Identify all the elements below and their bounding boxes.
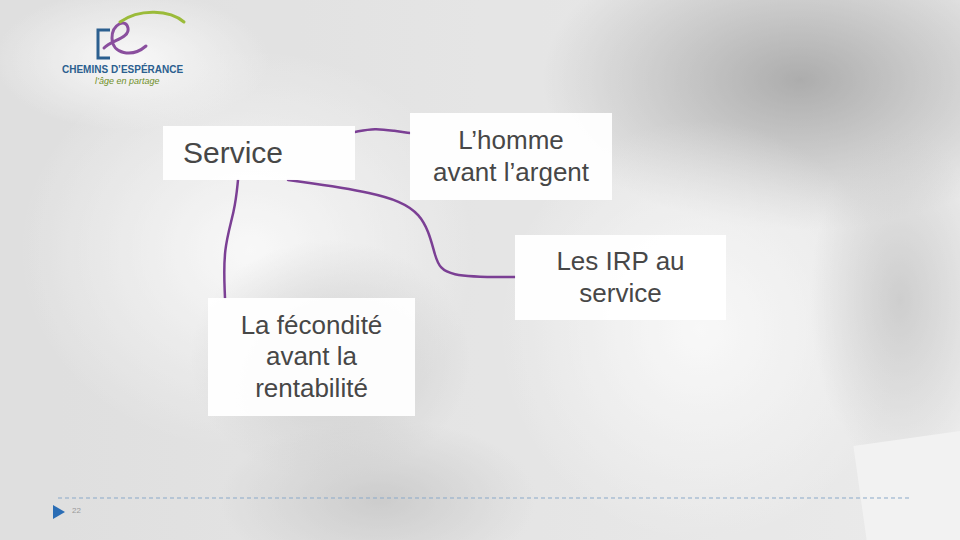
box-text: La fécondité avant la rentabilité — [227, 310, 397, 404]
logo-green-swoosh — [120, 12, 184, 22]
footer-triangle — [53, 505, 65, 519]
curved-connector — [355, 129, 410, 133]
text-box: Service — [163, 126, 355, 180]
text-box: La fécondité avant la rentabilité — [208, 298, 415, 416]
box-text: Les IRP au service — [531, 246, 711, 308]
box-text: Service — [183, 135, 283, 171]
logo-text: CHEMINS D’ESPÉRANCE — [62, 64, 183, 75]
logo-text: l’âge en partage — [95, 76, 160, 86]
footer-rule — [58, 498, 912, 499]
logo-e-swoosh — [104, 23, 146, 53]
page-number: 22 — [72, 506, 81, 515]
box-text: L’homme avant l’argent — [425, 125, 597, 187]
text-box: L’homme avant l’argent — [410, 113, 612, 200]
logo-mark — [98, 12, 184, 58]
curved-connector — [224, 180, 238, 298]
text-box: Les IRP au service — [515, 235, 726, 320]
